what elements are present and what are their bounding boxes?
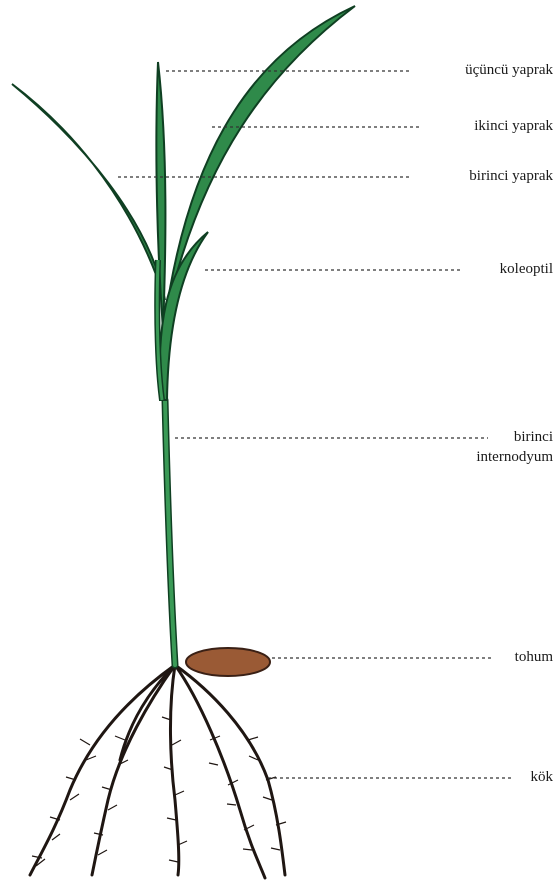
label-first-leaf: birinci yaprak	[469, 167, 553, 186]
root-2	[92, 665, 175, 875]
label-third-leaf: üçüncü yaprak	[465, 61, 553, 80]
label-internode-line2: internodyum	[476, 448, 553, 467]
roots	[30, 665, 285, 878]
coleoptile-shape	[160, 232, 208, 400]
leader-lines	[118, 71, 512, 778]
root-4	[175, 665, 265, 878]
label-root: kök	[531, 768, 554, 787]
second-leaf	[165, 6, 355, 320]
label-internode-line1: birinci	[514, 428, 553, 447]
first-leaf	[12, 84, 165, 300]
seed-shape	[186, 648, 270, 676]
label-second-leaf: ikinci yaprak	[474, 117, 553, 136]
label-coleoptile: koleoptil	[500, 260, 553, 279]
label-seed: tohum	[515, 648, 553, 667]
root-5	[175, 665, 285, 875]
